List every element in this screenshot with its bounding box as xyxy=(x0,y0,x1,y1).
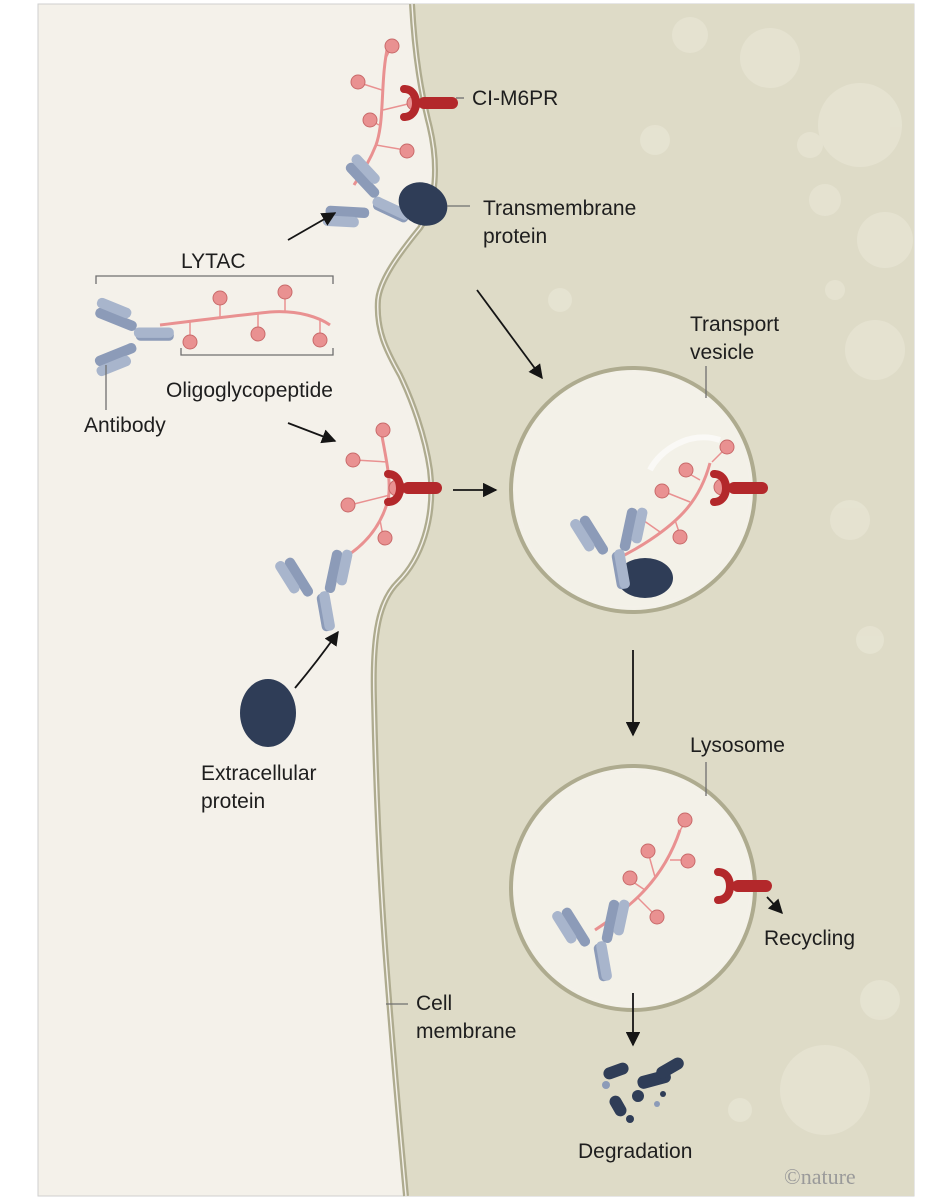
transport-vesicle xyxy=(509,366,768,614)
extracellular-protein xyxy=(240,679,296,747)
label-antibody: Antibody xyxy=(84,414,166,437)
label-transport: Transport xyxy=(690,313,779,336)
credit-nature: ©nature xyxy=(784,1164,856,1189)
label-transport-vesicle: vesicle xyxy=(690,341,754,364)
label-degradation: Degradation xyxy=(578,1140,692,1163)
label-transmembrane: Transmembrane xyxy=(483,197,636,220)
lytac-bracket xyxy=(95,275,334,356)
arrow-lytac-to-top xyxy=(287,212,337,241)
label-oligoglycopeptide: Oligoglycopeptide xyxy=(166,379,333,402)
lytac-free xyxy=(93,284,331,378)
arrow-top-to-vesicle xyxy=(476,289,543,380)
transmembrane-protein xyxy=(398,182,448,226)
arrow-recycling xyxy=(766,896,783,915)
lytac-complex-top xyxy=(317,38,458,258)
label-lytac: LYTAC xyxy=(181,250,246,273)
arrow-protein-to-antibody xyxy=(294,630,339,689)
label-transmembrane-protein: protein xyxy=(483,225,547,248)
label-extracellular-protein: protein xyxy=(201,790,265,813)
arrow-lytac-to-middle xyxy=(287,422,337,444)
degradation-fragments xyxy=(602,1057,684,1123)
label-cell-membrane: membrane xyxy=(416,1020,516,1043)
label-lysosome: Lysosome xyxy=(690,734,785,757)
lytac-complex-middle xyxy=(272,422,442,639)
label-extracellular: Extracellular xyxy=(201,762,317,785)
label-ci-m6pr: CI-M6PR xyxy=(472,87,558,110)
label-recycling: Recycling xyxy=(764,927,855,950)
background-bubbles xyxy=(548,17,913,1135)
label-cell: Cell xyxy=(416,992,452,1015)
